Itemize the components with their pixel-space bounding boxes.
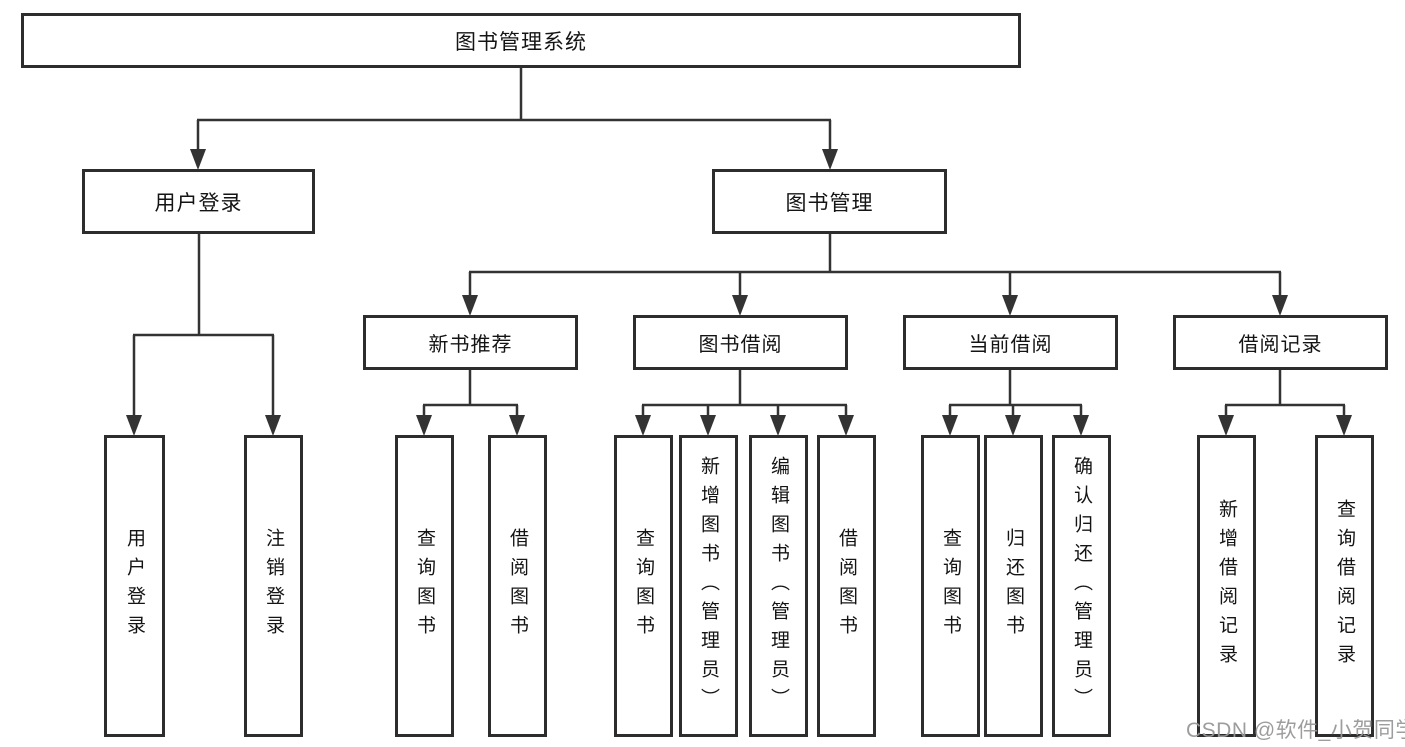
node-user-login: 用户登录 — [82, 169, 315, 234]
leaf-add-borrow-record: 新增借阅记录 — [1197, 435, 1256, 737]
leaf-confirm-return-admin: 确认归还（管理员） — [1052, 435, 1111, 737]
node-new-book-recommendation-label: 新书推荐 — [428, 334, 513, 356]
leaf-borrow-books-borrowing: 借阅图书 — [817, 435, 876, 737]
leaf-user-login: 用户登录 — [104, 435, 165, 737]
node-user-login-label: 用户登录 — [154, 191, 243, 215]
leaf-add-book-admin: 新增图书（管理员） — [679, 435, 738, 737]
node-current-borrowing: 当前借阅 — [903, 315, 1118, 370]
node-borrowing-records: 借阅记录 — [1173, 315, 1388, 370]
leaf-return-book: 归还图书 — [984, 435, 1043, 737]
leaf-borrow-books-recommend: 借阅图书 — [488, 435, 547, 737]
leaf-edit-book-admin: 编辑图书（管理员） — [749, 435, 808, 737]
node-current-borrowing-label: 当前借阅 — [968, 334, 1053, 356]
leaf-query-books-current: 查询图书 — [921, 435, 980, 737]
leaf-query-books-borrowing: 查询图书 — [614, 435, 673, 737]
node-book-borrowing: 图书借阅 — [633, 315, 848, 370]
node-book-borrowing-label: 图书借阅 — [698, 334, 783, 356]
node-new-book-recommendation: 新书推荐 — [363, 315, 578, 370]
node-root: 图书管理系统 — [21, 13, 1021, 68]
csdn-watermark: CSDN @软件_小贺同学 — [1186, 719, 1405, 742]
node-book-management: 图书管理 — [712, 169, 947, 234]
leaf-query-books-recommend: 查询图书 — [395, 435, 454, 737]
node-borrowing-records-label: 借阅记录 — [1238, 334, 1323, 356]
node-book-management-label: 图书管理 — [785, 191, 874, 215]
node-root-label: 图书管理系统 — [455, 30, 587, 54]
leaf-query-borrow-record: 查询借阅记录 — [1315, 435, 1374, 737]
leaf-logout: 注销登录 — [244, 435, 303, 737]
